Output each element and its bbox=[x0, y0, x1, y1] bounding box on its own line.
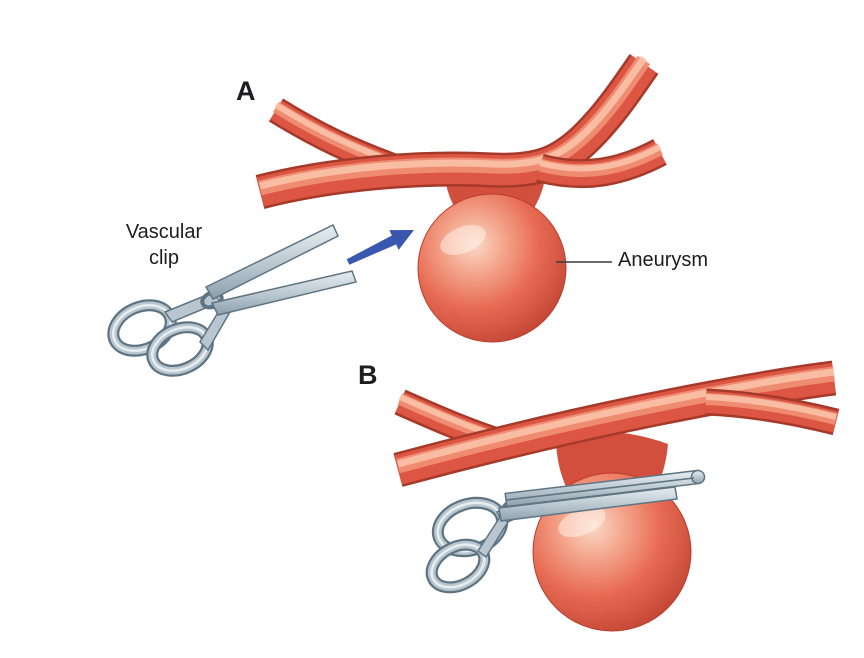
clip-b-jaw-lower bbox=[498, 486, 678, 522]
vascular-clip-label: Vascular clip bbox=[125, 221, 203, 269]
vascular-clip-a bbox=[107, 223, 357, 377]
panel-a-label: A bbox=[236, 76, 256, 106]
direction-arrow-icon bbox=[346, 230, 414, 265]
artery-a bbox=[260, 58, 660, 192]
clip-loop-lower bbox=[146, 321, 214, 377]
vascular-clip-b-applied bbox=[425, 469, 706, 594]
panel-b-label: B bbox=[358, 360, 378, 390]
clip-jaw-lower bbox=[210, 270, 357, 316]
aneurysm-b bbox=[532, 431, 692, 632]
aneurysm-label: Aneurysm bbox=[618, 249, 709, 271]
clip-jaw-upper bbox=[204, 223, 339, 300]
aneurysm-a bbox=[417, 168, 567, 343]
